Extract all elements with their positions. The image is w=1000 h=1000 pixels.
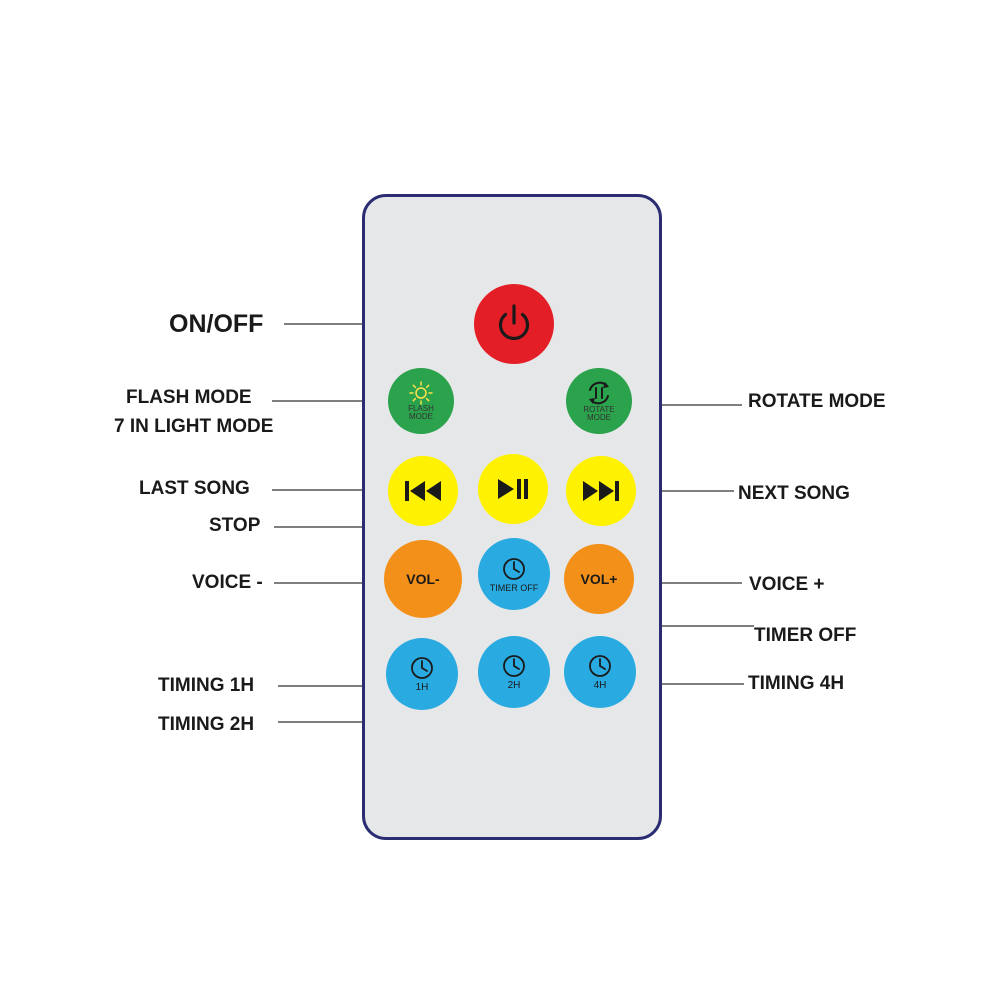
label-stop: STOP: [209, 515, 261, 536]
power-icon: [498, 304, 530, 341]
label-voice-plus: VOICE +: [749, 574, 825, 595]
vol-up-button[interactable]: VOL+: [564, 544, 634, 614]
skip-back-icon: [405, 481, 441, 501]
label-rotate-mode: ROTATE MODE: [748, 391, 886, 412]
label-light-mode: 7 IN LIGHT MODE: [114, 416, 274, 437]
label-on-off: ON/OFF: [169, 310, 264, 338]
timer-2h-button[interactable]: 2H: [478, 636, 550, 708]
flash-mode-button[interactable]: FLASH MODE: [388, 368, 454, 434]
label-timer-off: TIMER OFF: [754, 625, 857, 646]
rotate-mode-button[interactable]: ROTATE MODE: [566, 368, 632, 434]
clock-icon: [503, 557, 525, 580]
vol-down-button[interactable]: VOL-: [384, 540, 462, 618]
timer-off-button[interactable]: TIMER OFF: [478, 538, 550, 610]
vol-down-text: VOL-: [406, 571, 440, 587]
label-timing-2h: TIMING 2H: [158, 714, 255, 735]
last-song-button[interactable]: [388, 456, 458, 526]
sun-icon: [409, 381, 433, 405]
play-pause-icon: [498, 479, 528, 499]
timer-2h-caption: 2H: [507, 680, 521, 691]
flash-caption-1: FLASH: [408, 404, 434, 413]
next-song-button[interactable]: [566, 456, 636, 526]
timer-off-caption: TIMER OFF: [489, 582, 539, 593]
clock-icon: [589, 655, 611, 677]
label-timing-4h: TIMING 4H: [748, 673, 845, 694]
skip-forward-icon: [583, 481, 619, 501]
clock-icon: [503, 655, 525, 677]
label-flash-mode: FLASH MODE: [126, 387, 252, 408]
flash-caption-2: MODE: [409, 412, 433, 421]
power-button[interactable]: [474, 284, 554, 364]
label-last-song: LAST SONG: [139, 478, 250, 499]
label-voice-minus: VOICE -: [192, 572, 263, 593]
timer-4h-caption: 4H: [593, 680, 607, 691]
rotate-caption-2: MODE: [587, 413, 611, 422]
rotate-icon: [589, 381, 609, 405]
label-next-song: NEXT SONG: [738, 483, 850, 504]
clock-icon: [411, 657, 433, 679]
label-timing-1h: TIMING 1H: [158, 675, 255, 696]
timer-4h-button[interactable]: 4H: [564, 636, 636, 708]
play-pause-button[interactable]: [478, 454, 548, 524]
vol-up-text: VOL+: [580, 571, 618, 587]
timer-1h-caption: 1H: [415, 682, 429, 693]
rotate-caption-1: ROTATE: [583, 405, 615, 414]
timer-1h-button[interactable]: 1H: [386, 638, 458, 710]
